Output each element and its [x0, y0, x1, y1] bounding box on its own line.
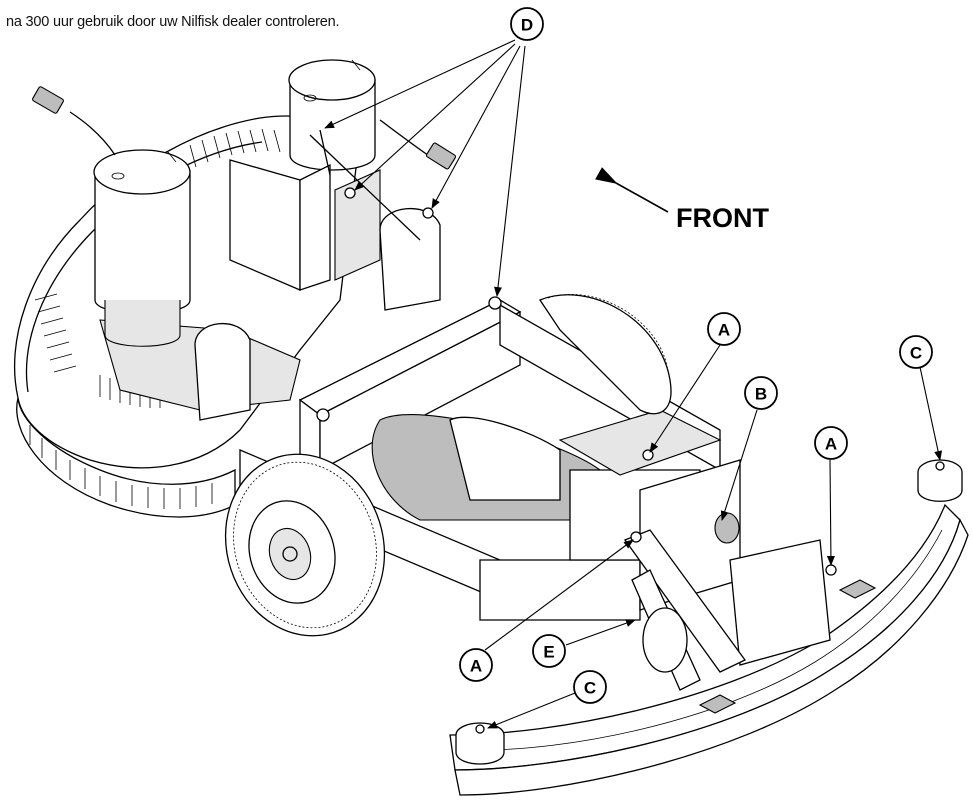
callout-c-right: C	[899, 335, 933, 369]
wheel-rear	[539, 294, 672, 415]
callout-a-bottom: A	[459, 648, 493, 682]
caption-text: na 300 uur gebruik door uw Nilfisk deale…	[6, 14, 340, 30]
leader-lines	[324, 39, 943, 729]
front-direction-arrow	[595, 167, 669, 213]
brush-bristle-ticks	[29, 425, 213, 509]
callout-d: D	[510, 7, 544, 41]
callout-a-top-label: A	[718, 321, 730, 340]
brush-motor-right	[288, 59, 376, 171]
callout-c-bottom: C	[573, 670, 607, 704]
motor-cables	[32, 86, 457, 170]
deck-lift-frame	[194, 129, 441, 421]
callout-a-bottom-label: A	[470, 657, 482, 676]
squeegee-wheel-right	[917, 459, 963, 502]
lift-nuts	[316, 187, 502, 422]
wheel-front	[224, 453, 386, 637]
callout-e-label: E	[543, 643, 554, 662]
squeegee-wheel-left	[455, 722, 505, 765]
callout-e: E	[532, 634, 566, 668]
squeegee-assembly	[449, 449, 969, 796]
callout-b: B	[744, 376, 778, 410]
callout-a-right-label: A	[825, 435, 837, 454]
callout-c-bottom-label: C	[584, 679, 596, 698]
deck-vent-slots	[34, 128, 281, 408]
callout-d-label: D	[521, 16, 533, 35]
callout-c-right-label: C	[910, 344, 922, 363]
callout-b-label: B	[755, 385, 767, 404]
callout-a-top: A	[707, 312, 741, 346]
brush-motor-left	[93, 149, 191, 347]
callout-a-right: A	[814, 426, 848, 460]
front-label: FRONT	[676, 203, 769, 233]
